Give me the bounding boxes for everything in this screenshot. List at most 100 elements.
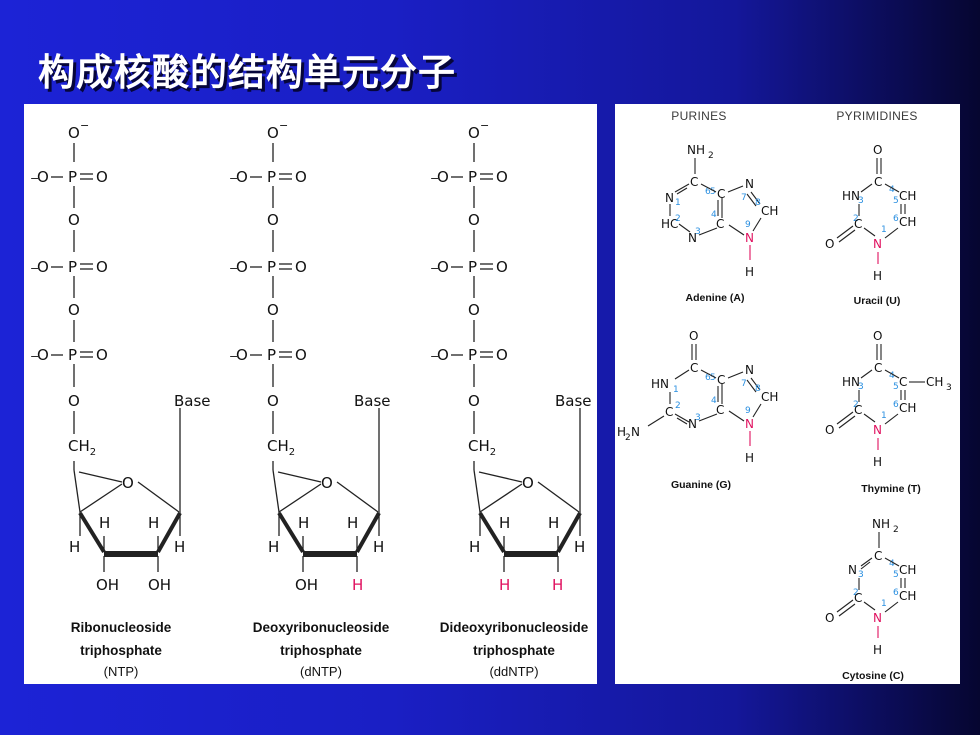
ntp-structure: CH2 Base OH OH Ribonucleoside triphospha… (30, 119, 211, 679)
svg-text:O: O (825, 237, 834, 251)
ntp-abbr: (NTP) (104, 664, 139, 679)
svg-text:2: 2 (853, 400, 859, 410)
uracil-structure: O C 4 HN 3 2 C O 1 N 6 CH 5 CH H (825, 143, 916, 307)
nucleotide-triphosphate-panel: O − − O P O O − O P O (24, 104, 597, 684)
svg-text:3: 3 (695, 227, 701, 237)
cytosine-label: Cytosine (C) (842, 670, 904, 682)
svg-text:C: C (854, 403, 862, 417)
purines-header: PURINES (671, 109, 726, 123)
dntp-structure: CH2 Base OH H Deoxyribonucleoside tripho… (229, 119, 391, 679)
svg-text:H: H (873, 643, 882, 657)
svg-text:5: 5 (710, 373, 716, 383)
svg-text:3: 3 (858, 196, 864, 206)
svg-text:2: 2 (853, 214, 859, 224)
base-label: Base (354, 392, 391, 410)
svg-text:C: C (665, 405, 673, 419)
svg-text:O: O (873, 143, 882, 157)
svg-text:H: H (873, 269, 882, 283)
svg-text:N: N (665, 191, 674, 205)
svg-text:2: 2 (708, 151, 714, 161)
svg-text:8: 8 (755, 384, 761, 394)
svg-text:HN: HN (842, 189, 860, 203)
svg-text:C: C (716, 403, 724, 417)
svg-text:3: 3 (858, 382, 864, 392)
svg-text:CH: CH (761, 204, 778, 218)
svg-text:O: O (873, 329, 882, 343)
ntp-name-line1: Ribonucleoside (71, 620, 172, 635)
svg-text:N: N (745, 363, 754, 377)
svg-text:1: 1 (673, 385, 679, 395)
svg-text:9: 9 (745, 406, 751, 416)
svg-text:6: 6 (893, 214, 899, 224)
svg-text:3: 3 (946, 383, 952, 393)
svg-text:1: 1 (881, 599, 887, 609)
svg-text:CH: CH (761, 390, 778, 404)
dntp-name-line1: Deoxyribonucleoside (253, 620, 390, 635)
uracil-label: Uracil (U) (854, 295, 901, 307)
svg-text:C: C (716, 217, 724, 231)
slide-title: 构成核酸的结构单元分子 (38, 51, 456, 94)
svg-text:C: C (854, 217, 862, 231)
guanine-label: Guanine (G) (671, 479, 731, 491)
svg-text:N: N (688, 231, 697, 245)
svg-text:N: N (745, 231, 754, 245)
svg-text:1: 1 (881, 411, 887, 421)
svg-text:5: 5 (893, 570, 899, 580)
svg-text:4: 4 (711, 210, 717, 220)
svg-text:3: 3 (695, 413, 701, 423)
thymine-label: Thymine (T) (861, 483, 921, 495)
svg-text:4: 4 (889, 559, 895, 569)
svg-text:7: 7 (741, 379, 747, 389)
svg-text:8: 8 (755, 198, 761, 208)
svg-text:H: H (745, 265, 754, 279)
svg-text:O: O (689, 329, 698, 343)
ddntp-3prime-substituent: H (499, 576, 510, 594)
svg-text:5: 5 (893, 196, 899, 206)
svg-text:N: N (848, 563, 857, 577)
svg-text:HN: HN (651, 377, 669, 391)
ddntp-abbr: (ddNTP) (489, 664, 538, 679)
dntp-3prime-substituent: OH (295, 576, 318, 594)
svg-text:N: N (631, 425, 640, 439)
svg-text:C: C (874, 549, 882, 563)
svg-text:7: 7 (741, 193, 747, 203)
svg-text:2: 2 (853, 588, 859, 598)
ddntp-name-line2: triphosphate (473, 643, 555, 658)
svg-text:9: 9 (745, 220, 751, 230)
ntp-2prime-substituent: OH (148, 576, 171, 594)
svg-text:NH: NH (872, 517, 890, 531)
nucleotide-structures-diagram: O − − O P O O − O P O (24, 104, 592, 679)
dntp-name-line2: triphosphate (280, 643, 362, 658)
ddntp-2prime-substituent: H (552, 576, 563, 594)
svg-text:C: C (690, 175, 698, 189)
svg-text:HC: HC (661, 217, 678, 231)
svg-text:6: 6 (705, 187, 711, 197)
svg-text:C: C (874, 175, 882, 189)
base-label: Base (555, 392, 592, 410)
dntp-2prime-substituent: H (352, 576, 363, 594)
svg-text:2: 2 (675, 401, 681, 411)
svg-text:1: 1 (881, 225, 887, 235)
svg-text:H: H (617, 425, 626, 439)
svg-text:C: C (717, 373, 725, 387)
svg-text:CH: CH (899, 563, 916, 577)
svg-text:H: H (745, 451, 754, 465)
ntp-name-line2: triphosphate (80, 643, 162, 658)
svg-text:4: 4 (711, 396, 717, 406)
svg-text:CH: CH (899, 189, 916, 203)
svg-text:N: N (873, 423, 882, 437)
adenine-label: Adenine (A) (686, 292, 745, 304)
ch2-label: CH2 (468, 437, 496, 458)
svg-text:N: N (745, 177, 754, 191)
svg-text:5: 5 (710, 187, 716, 197)
svg-text:2: 2 (625, 433, 631, 443)
svg-text:C: C (899, 375, 907, 389)
svg-text:2: 2 (893, 525, 899, 535)
svg-text:NH: NH (687, 143, 705, 157)
